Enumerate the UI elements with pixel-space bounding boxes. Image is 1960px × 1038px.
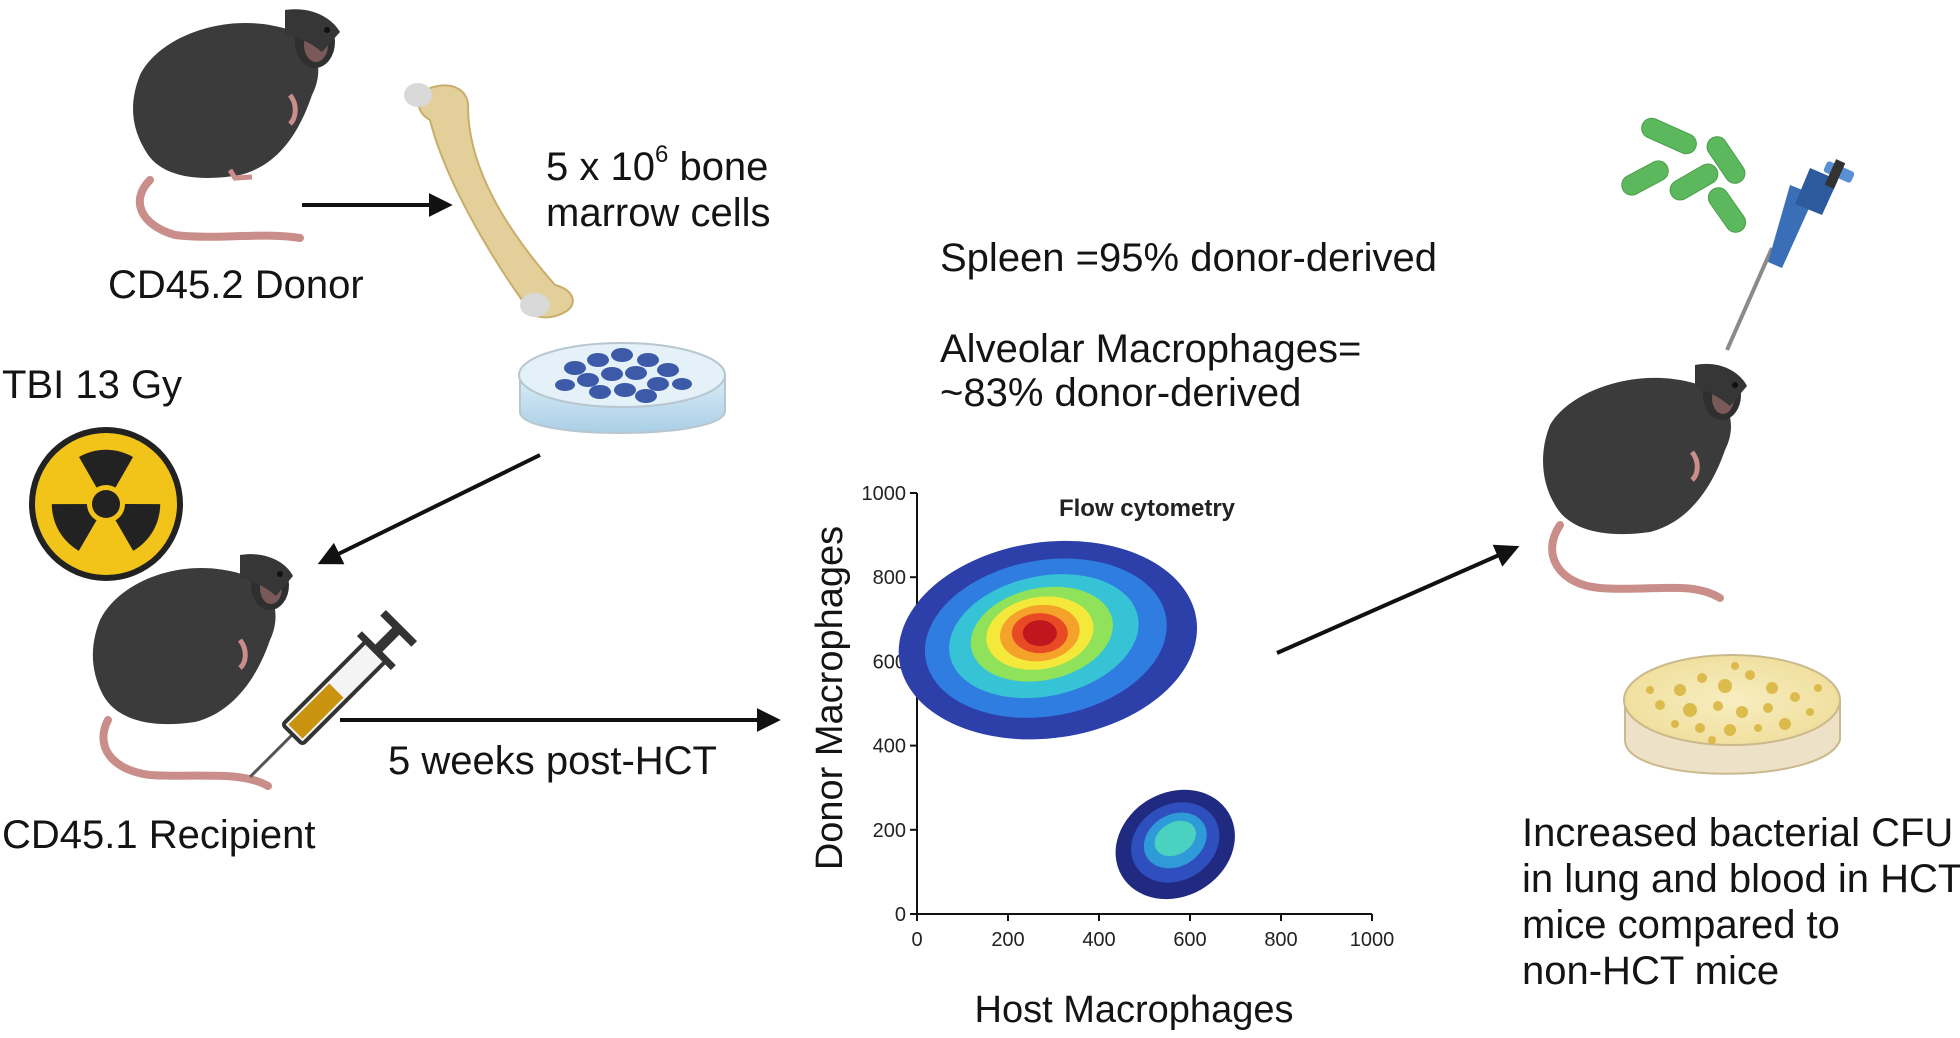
outcome-label-line3: mice compared to [1522,903,1840,947]
host-density-core [1154,820,1196,857]
host-population-cloud [1115,789,1235,900]
bacteria-icon [1621,117,1747,233]
y-tick-label: 200 [873,820,906,842]
arrow-flow-to-outcome [1276,544,1520,655]
donor-mouse-icon [133,9,340,242]
x-tick-label: 0 [911,929,922,951]
bone-marrow-count: 5 x 10 [546,145,655,189]
bone-marrow-unit: bone [668,145,769,189]
tbi-label: TBI 13 Gy [2,363,183,407]
bacterial-colonies-dish-icon [1623,654,1841,775]
y-tick-label: 0 [895,904,906,926]
alveolar-label-line2: ~83% donor-derived [940,371,1302,415]
arrow-dish-to-recipient [317,453,541,565]
outcome-label-line4: non-HCT mice [1522,949,1780,993]
radiation-hazard-icon [29,427,183,581]
y-tick-label: 400 [873,736,906,758]
petri-dish-cells-icon [518,342,726,434]
outcome-label-line2: in lung and blood in HCT [1522,857,1960,901]
recipient-label: CD45.1 Recipient [2,813,316,857]
x-tick-label: 200 [991,929,1024,951]
femur-bone-icon [404,83,574,319]
x-tick-label: 1000 [1350,929,1395,951]
flow-cytometry-chart: 0 200 400 600 800 1000 0 200 400 600 800 1000 Flow… [809,483,1394,1031]
syringe-icon [249,609,418,778]
donor-density-core [1022,620,1057,647]
y-tick-label: 1000 [862,483,907,505]
bone-marrow-label: 5 x 106 bone [546,141,769,190]
chart-x-label: Host Macrophages [975,989,1294,1031]
x-tick-label: 400 [1082,929,1115,951]
donor-label: CD45.2 Donor [108,263,364,307]
bone-marrow-label-line2: marrow cells [546,191,771,235]
bone-marrow-exponent: 6 [654,141,669,168]
x-tick-label: 800 [1264,929,1297,951]
chart-y-label: Donor Macrophages [809,526,851,870]
alveolar-label-line1: Alveolar Macrophages= [940,327,1362,371]
outcome-label-line1: Increased bacterial CFU [1522,811,1954,855]
recipient-mouse-icon [92,554,293,790]
pipette-icon [1725,159,1855,351]
chart-title: Flow cytometry [1059,495,1236,522]
y-tick-label: 800 [873,567,906,589]
weeks-post-label: 5 weeks post-HCT [388,739,717,783]
infected-mouse-icon [1543,363,1747,602]
donor-population-cloud [898,540,1198,740]
x-tick-label: 600 [1173,929,1206,951]
spleen-label: Spleen =95% donor-derived [940,236,1438,280]
y-tick-label: 600 [873,651,906,673]
